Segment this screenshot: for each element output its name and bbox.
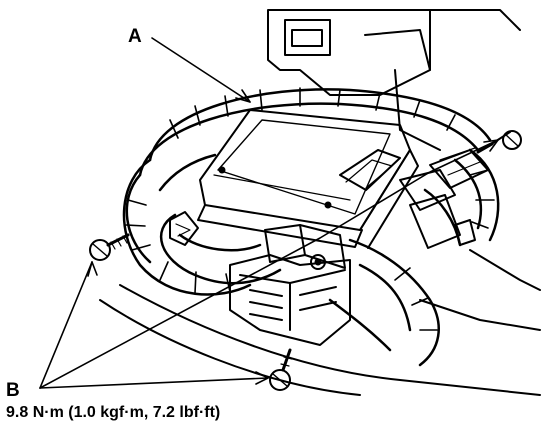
callout-b: B <box>6 380 20 401</box>
torque-spec: 9.8 N·m (1.0 kgf·m, 7.2 lbf·ft) <box>6 404 221 421</box>
right-connectors <box>399 147 489 249</box>
connector-assembly <box>169 211 351 346</box>
bolt-bottom <box>269 348 293 391</box>
floor-contour <box>99 249 541 396</box>
wire-harness <box>122 88 500 367</box>
harness-tape-wraps <box>125 87 495 331</box>
callout-a: A <box>128 26 142 47</box>
bolt-left <box>89 233 130 261</box>
srs-unit <box>197 109 419 249</box>
body-panel-top <box>267 9 521 151</box>
leader-lines <box>39 37 499 389</box>
